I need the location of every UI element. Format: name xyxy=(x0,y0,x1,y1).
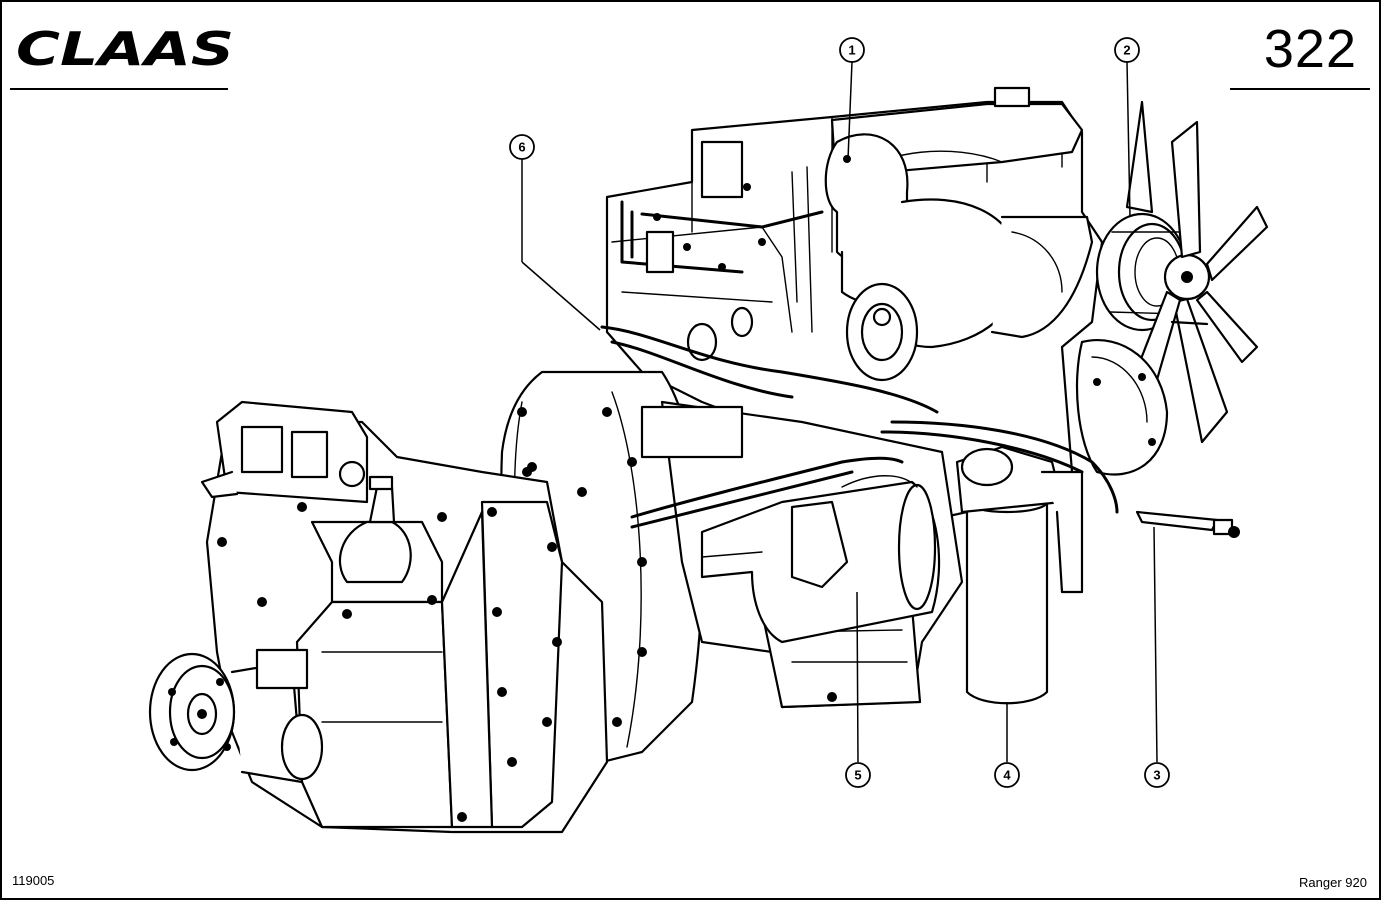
callout-5-leader xyxy=(856,591,859,763)
callout-2-label: 2 xyxy=(1123,43,1130,58)
oil-filter xyxy=(955,445,1084,705)
callout-2: 2 xyxy=(1114,37,1140,63)
callout-1: 1 xyxy=(839,37,865,63)
turbocharger xyxy=(824,133,1094,382)
callout-6-label: 6 xyxy=(518,140,525,155)
hoses xyxy=(600,325,1240,538)
header-rule-left xyxy=(10,88,228,90)
model-name: Ranger 920 xyxy=(1299,875,1367,890)
gearbox xyxy=(148,400,609,834)
callout-1-leader xyxy=(847,61,853,160)
callout-6: 6 xyxy=(509,134,535,160)
drawing-number: 119005 xyxy=(12,873,55,888)
callout-leaders xyxy=(521,61,1158,763)
callout-3-leader xyxy=(1153,526,1158,763)
page-number: 322 xyxy=(1263,19,1357,79)
starter-motor xyxy=(700,475,941,644)
claas-logo: CLAAS xyxy=(16,22,234,72)
front-cover xyxy=(1075,339,1169,476)
callout-4: 4 xyxy=(994,762,1020,788)
callout-2-leader xyxy=(1126,61,1131,218)
header-rule-right xyxy=(1230,88,1370,90)
callout-1-label: 1 xyxy=(848,43,855,58)
callout-3: 3 xyxy=(1144,762,1170,788)
callout-5-label: 5 xyxy=(854,768,861,783)
callout-5: 5 xyxy=(845,762,871,788)
callout-3-label: 3 xyxy=(1153,768,1160,783)
brand-logo-text: CLAAS xyxy=(16,22,234,72)
callout-4-label: 4 xyxy=(1003,768,1011,783)
alternator xyxy=(1095,212,1189,332)
